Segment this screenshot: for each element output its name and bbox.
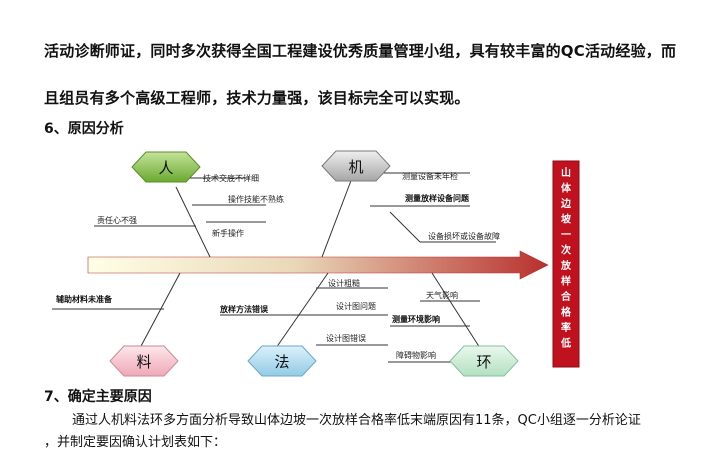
fishbone-bones	[52, 172, 496, 363]
effect-char: 体	[561, 182, 572, 195]
effect-box: 山体边坡一次放样合格率低	[552, 160, 580, 368]
cause-method-1: 设计粗糙	[328, 278, 360, 288]
effect-char: 样	[561, 275, 571, 288]
category-person: 人	[131, 151, 201, 183]
cause-method-4: 设计图错误	[326, 333, 366, 343]
category-environment: 环	[449, 345, 519, 377]
cause-person-2: 操作技能不熟练	[228, 194, 284, 204]
intro-paragraph-line2: 且组员有多个高级工程师，技术力量强，该目标完全可以实现。	[44, 89, 470, 107]
intro-paragraph-line1: 活动诊断师证，同时多次获得全国工程建设优秀质量管理小组，具有较丰富的QC活动经验…	[44, 42, 677, 60]
category-machine: 机	[321, 150, 391, 182]
category-machine-label: 机	[348, 158, 363, 176]
effect-char: 一	[561, 230, 571, 241]
category-method-label: 法	[274, 353, 289, 371]
effect-char: 山	[561, 166, 571, 179]
cause-material-1: 辅助材料未准备	[56, 294, 113, 304]
cause-environment-1: 天气影响	[426, 290, 458, 300]
section-7-body-line2: ，并制定要因确认计划表如下：	[44, 435, 227, 450]
section-7-body-line1: 通过人机料法环多方面分析导致山体边坡一次放样合格率低末端原因有11条，QC小组逐…	[72, 413, 641, 428]
cause-machine-1: 测量设备未年检	[402, 171, 458, 181]
cause-person-4: 责任心不强	[97, 215, 137, 225]
cause-environment-2: 测量环境影响	[392, 314, 440, 324]
cause-person-3: 新手操作	[212, 228, 244, 238]
category-method: 法	[247, 345, 317, 377]
category-environment-label: 环	[476, 353, 491, 371]
effect-char: 率	[561, 321, 571, 334]
effect-char: 放	[560, 259, 572, 272]
cause-machine-2: 测量放样设备问题	[405, 193, 470, 203]
cause-person-1: 技术交底不详细	[203, 173, 259, 183]
category-person-label: 人	[158, 159, 173, 177]
cause-method-2: 设计图问题	[336, 301, 376, 311]
section-7-heading: 7、确定主要原因	[44, 389, 152, 405]
effect-char: 坡	[561, 213, 572, 226]
section-6-heading: 6、原因分析	[44, 121, 124, 137]
effect-char: 低	[560, 337, 571, 350]
effect-char: 格	[561, 306, 572, 319]
fishbone-spine	[87, 250, 549, 280]
category-material: 料	[109, 345, 179, 377]
cause-method-3: 放样方法错误	[219, 304, 269, 314]
category-material-label: 料	[136, 353, 151, 371]
cause-environment-3: 障碍物影响	[396, 350, 436, 360]
cause-machine-3: 设备损坏或设备故障	[428, 231, 500, 241]
effect-char: 边	[560, 197, 572, 210]
effect-char: 次	[561, 244, 571, 257]
effect-char: 合	[560, 290, 572, 303]
